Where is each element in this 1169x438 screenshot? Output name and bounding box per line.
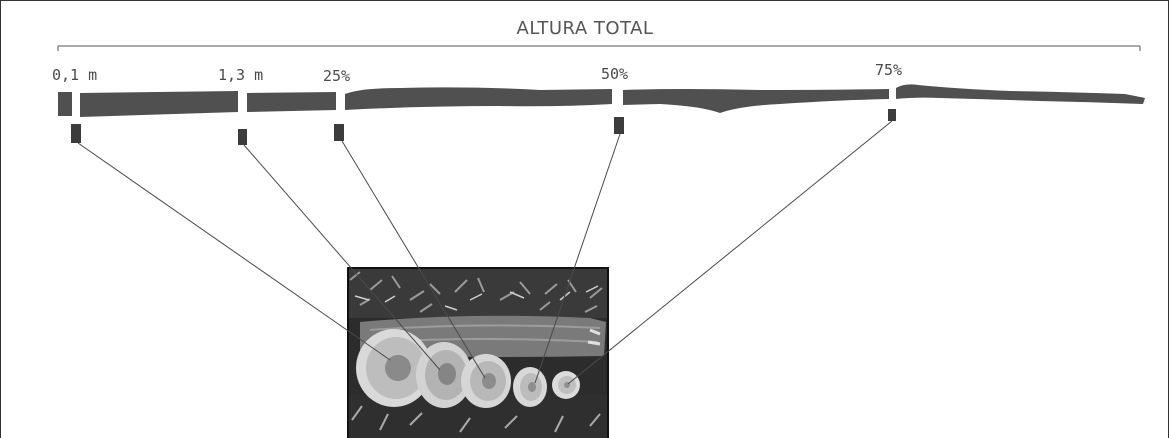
disk-marker-1-3m — [238, 129, 247, 145]
position-label-50pct: 50% — [601, 65, 628, 83]
disk-marker-25pct — [334, 124, 344, 141]
tree-stem — [58, 84, 1145, 117]
stem-segment-1 — [58, 92, 72, 116]
diagram-title: ALTURA TOTAL — [517, 18, 654, 39]
stem-segment-3 — [247, 92, 336, 112]
stem-segment-4 — [345, 87, 612, 110]
position-label-75pct: 75% — [875, 61, 902, 79]
stem-segment-5 — [623, 89, 889, 113]
disk-photo-5 — [552, 371, 580, 399]
total-height-bracket — [58, 46, 1140, 51]
position-label-1-3m: 1,3 m — [218, 66, 263, 84]
disk-photo-4 — [513, 367, 547, 407]
position-label-25pct: 25% — [323, 67, 350, 85]
disk-marker-75pct — [888, 109, 896, 121]
disk-markers — [71, 109, 896, 145]
connector-75pct — [568, 121, 892, 384]
stem-segment-6 — [896, 84, 1145, 104]
disk-marker-50pct — [614, 117, 624, 134]
position-label-0-1m: 0,1 m — [52, 66, 97, 84]
connector-1-3m — [244, 145, 440, 370]
disk-marker-0-1m — [71, 124, 81, 143]
stem-disks-photo — [348, 268, 608, 438]
connector-0-1m — [78, 143, 390, 360]
stem-segment-2 — [80, 91, 238, 117]
disk-photo-3 — [461, 354, 511, 408]
